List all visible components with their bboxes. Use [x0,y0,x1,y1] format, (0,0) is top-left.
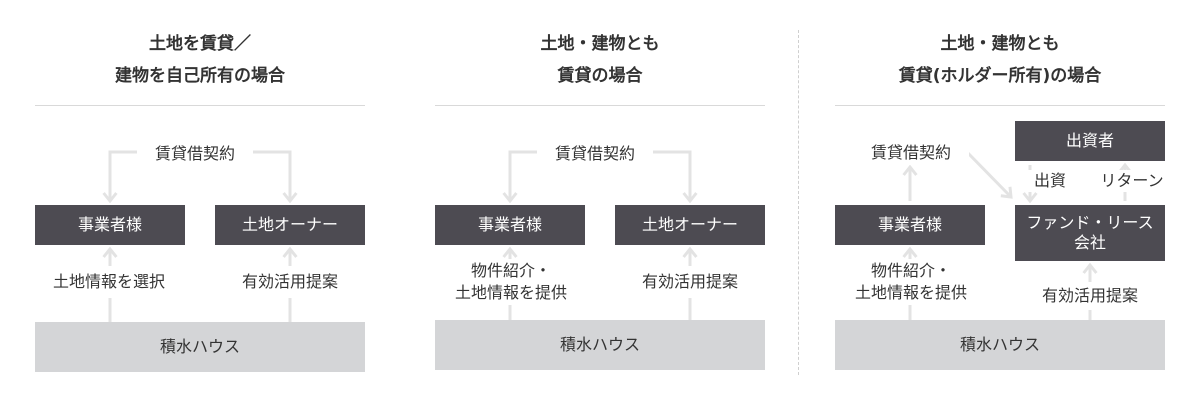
panel-land-building-lease: 土地・建物とも 賃貸の場合 事業者様 土地オーナー 積水ハウス 賃貸借契約 物件… [435,0,765,400]
title-rule [435,105,765,106]
panel-title-line-1: 土地・建物とも [540,34,660,54]
panel-divider [798,30,799,375]
fund-lease-company-line-1: ファンド・リース [1026,213,1154,232]
operator-box-label: 事業者様 [77,215,142,234]
land-owner-box-label: 土地オーナー [641,215,738,234]
panel-title: 土地を賃貸／ 建物を自己所有の場合 [35,28,365,92]
left-action-line-2: 土地情報を提供 [854,283,967,302]
left-up-arrow-2-head [502,246,518,258]
contract-arrow-2-head-start [502,192,518,204]
operator-box-label: 事業者様 [877,215,942,234]
sekisui-house-box-label: 積水ハウス [959,335,1040,354]
panel-title-line-1: 土地を賃貸／ [149,34,251,54]
operator-box: 事業者様 [35,205,185,245]
right-action-label: 有効活用提案 [1023,282,1157,310]
contract-down-arrow-3-head [902,164,918,176]
sekisui-house-box-label: 積水ハウス [559,335,640,354]
lease-contract-text: 賃貸借契約 [870,143,951,162]
right-action-text: 有効活用提案 [1041,286,1138,305]
panel-holder-owned-lease: 土地・建物とも 賃貸(ホルダー所有)の場合 出資者 事業者様 ファンド・リース … [835,0,1169,400]
investor-box-label: 出資者 [1065,131,1114,150]
title-rule [835,105,1165,106]
panel-title-line-2: 賃貸(ホルダー所有)の場合 [898,66,1102,86]
left-up-arrow-3-head [902,246,918,258]
sekisui-house-box: 積水ハウス [35,322,365,372]
investment-text: 出資 [1033,171,1066,190]
right-action-label: 有効活用提案 [223,266,357,298]
investor-box: 出資者 [1015,121,1165,161]
lease-contract-label: 賃貸借契約 [537,142,653,166]
fund-lease-company-line-2: 会社 [1073,233,1106,252]
return-label: リターン [1095,170,1169,192]
investment-arrow-head [1022,192,1038,204]
sekisui-house-box: 積水ハウス [435,320,765,370]
left-action-line-1: 土地情報を選択 [52,272,165,291]
panel-title-line-2: 建物を自己所有の場合 [115,66,285,86]
right-action-label: 有効活用提案 [623,266,757,298]
panel-title-line-1: 土地・建物とも [940,34,1060,54]
land-owner-box: 土地オーナー [215,205,365,245]
right-up-arrow-3-head [1082,262,1098,274]
contract-arrow-2-head [682,192,698,204]
investment-label: 出資 [1025,170,1075,192]
left-action-label: 物件紹介・ 土地情報を提供 [439,259,583,305]
contract-diagonal-arrow-3 [963,148,1013,199]
contract-diagonal-arrow-3-head [1000,186,1013,199]
operator-box: 事業者様 [435,205,585,245]
right-action-text: 有効活用提案 [241,272,338,291]
operator-box-label: 事業者様 [477,215,542,234]
left-action-label: 物件紹介・ 土地情報を提供 [839,259,983,305]
operator-box: 事業者様 [835,205,985,245]
right-up-arrow-1-head [282,246,298,258]
left-action-line-2: 土地情報を提供 [454,283,567,302]
sekisui-house-box: 積水ハウス [835,320,1165,370]
right-action-text: 有効活用提案 [641,272,738,291]
panel-land-lease-own-building: 土地を賃貸／ 建物を自己所有の場合 事業者様 土地オーナー 積水ハウス 賃貸借契… [35,0,365,400]
panel-title: 土地・建物とも 賃貸の場合 [435,28,765,92]
title-rule [35,105,365,106]
left-action-line-1: 物件紹介・ [470,261,551,280]
left-action-line-1: 物件紹介・ [870,261,951,280]
lease-contract-text: 賃貸借契約 [554,144,635,163]
right-up-arrow-2-head [682,246,698,258]
panel-title: 土地・建物とも 賃貸(ホルダー所有)の場合 [835,28,1165,92]
lease-contract-label: 賃貸借契約 [137,142,253,166]
left-action-label: 土地情報を選択 [35,266,183,298]
lease-contract-text: 賃貸借契約 [154,144,235,163]
left-up-arrow-1-head [102,246,118,258]
lease-contract-label: 賃貸借契約 [853,141,969,165]
fund-lease-company-box: ファンド・リース 会社 [1015,205,1165,261]
land-owner-box-label: 土地オーナー [241,215,338,234]
contract-arrow-1-head [282,192,298,204]
sekisui-house-box-label: 積水ハウス [159,337,240,356]
contract-arrow-1-head-start [102,192,118,204]
return-text: リターン [1100,171,1164,190]
panel-title-line-2: 賃貸の場合 [557,66,643,86]
land-owner-box: 土地オーナー [615,205,765,245]
